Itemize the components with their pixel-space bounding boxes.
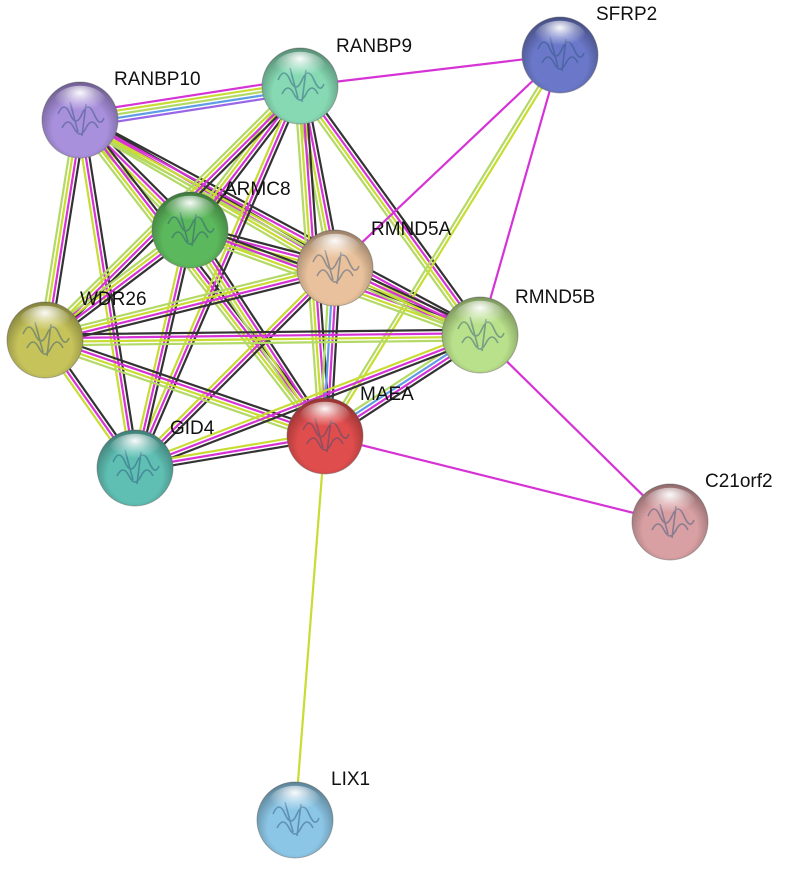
edge-evidence-line-yellow — [132, 330, 480, 466]
edge-evidence-line-light_green — [322, 52, 560, 437]
edge-evidence-line-yellow — [43, 265, 336, 340]
node-gloss — [299, 401, 351, 434]
node-gloss — [309, 233, 361, 266]
node-gloss — [534, 20, 586, 53]
node-maea[interactable]: MAEA — [286, 384, 414, 475]
edge-evidence-line-yellow — [131, 264, 334, 467]
edge-ranbp9-rmnd5b — [294, 81, 486, 340]
edge-evidence-line-magenta — [333, 53, 562, 270]
edge-evidence-line-magenta — [478, 333, 672, 524]
edge-evidence-line-black — [81, 114, 484, 332]
edge-evidence-line-black — [83, 115, 331, 434]
edge-sfrp2-rmnd5a — [333, 53, 562, 270]
edge-ranbp10-maea — [74, 115, 331, 441]
node-gloss — [269, 785, 321, 818]
node-c21orf2[interactable]: C21orf2 — [631, 471, 773, 561]
node-gloss — [274, 51, 326, 84]
node-lix1[interactable]: LIX1 — [256, 769, 370, 859]
edge-evidence-line-yellow — [130, 228, 188, 469]
edge-evidence-line-light_green — [294, 88, 477, 340]
edge-evidence-line-light_green — [42, 261, 335, 336]
edge-evidence-line-yellow — [77, 119, 325, 439]
node-label-lix1: LIX1 — [331, 769, 370, 790]
edge-evidence-line-yellow — [43, 335, 482, 343]
node-wdr26[interactable]: WDR26 — [6, 289, 147, 379]
node-sfrp2[interactable]: SFRP2 — [521, 4, 657, 94]
node-label-ranbp10: RANBP10 — [114, 69, 201, 90]
node-label-rmnd5b: RMND5B — [515, 287, 595, 308]
edge-maea-c21orf2 — [323, 434, 672, 524]
node-gloss — [109, 433, 161, 466]
edge-sfrp2-rmnd5b — [478, 53, 562, 337]
node-rmnd5a[interactable]: RMND5A — [296, 219, 452, 307]
edge-evidence-line-magenta — [44, 268, 337, 343]
node-gloss — [54, 85, 106, 118]
node-label-armc8: ARMC8 — [224, 179, 291, 200]
node-label-rmnd5a: RMND5A — [371, 219, 452, 240]
node-label-maea: MAEA — [360, 384, 414, 405]
node-armc8[interactable]: ARMC8 — [151, 179, 291, 269]
edge-evidence-line-black — [136, 269, 339, 472]
edge-evidence-line-magenta — [300, 83, 483, 336]
edge-evidence-line-yellow — [75, 119, 133, 470]
edge-evidence-line-light_green — [74, 122, 322, 441]
edge-evidence-line-black — [137, 229, 195, 470]
edge-sfrp2-maea — [322, 52, 563, 439]
edge-evidence-line-magenta — [298, 53, 562, 88]
edge-evidence-line-magenta — [80, 117, 328, 436]
edge-rmnd5b-c21orf2 — [478, 333, 672, 524]
node-gloss — [164, 195, 216, 228]
edge-ranbp9-sfrp2 — [298, 53, 562, 88]
edge-evidence-line-yellow — [187, 229, 325, 439]
edge-wdr26-rmnd5b — [43, 328, 482, 347]
node-gid4[interactable]: GID4 — [96, 418, 215, 507]
edge-evidence-line-light_green — [43, 339, 482, 347]
node-label-gid4: GID4 — [170, 418, 215, 439]
edge-rmnd5a-gid4 — [131, 264, 339, 472]
edge-evidence-line-yellow — [43, 340, 326, 439]
node-ranbp10[interactable]: RANBP10 — [41, 69, 201, 159]
node-label-wdr26: WDR26 — [80, 289, 147, 310]
node-label-sfrp2: SFRP2 — [596, 4, 657, 25]
edge-evidence-line-yellow — [297, 85, 480, 338]
edge-evidence-line-magenta — [133, 228, 192, 470]
edge-rmnd5a-wdr26 — [42, 261, 338, 347]
edge-evidence-line-yellow — [293, 434, 327, 822]
node-label-c21orf2: C21orf2 — [705, 471, 773, 492]
node-gloss — [644, 487, 696, 520]
edge-evidence-line-magenta — [43, 332, 482, 340]
edge-evidence-line-light_green — [42, 344, 325, 443]
edge-maea-lix1 — [293, 434, 327, 822]
node-gloss — [454, 300, 506, 333]
node-label-ranbp9: RANBP9 — [336, 36, 412, 57]
node-ranbp9[interactable]: RANBP9 — [261, 36, 412, 125]
edge-evidence-line-black — [43, 328, 482, 336]
edge-evidence-line-magenta — [323, 434, 672, 524]
edge-evidence-line-yellow — [325, 54, 563, 439]
node-gloss — [19, 305, 71, 338]
edge-evidence-line-magenta — [478, 53, 562, 337]
node-rmnd5b[interactable]: RMND5B — [441, 287, 595, 374]
edge-evidence-line-black — [303, 81, 486, 333]
edge-evidence-line-magenta — [133, 266, 337, 470]
edge-armc8-gid4 — [130, 228, 195, 470]
edge-evidence-line-magenta — [44, 337, 327, 436]
edge-evidence-line-magenta — [133, 333, 482, 470]
